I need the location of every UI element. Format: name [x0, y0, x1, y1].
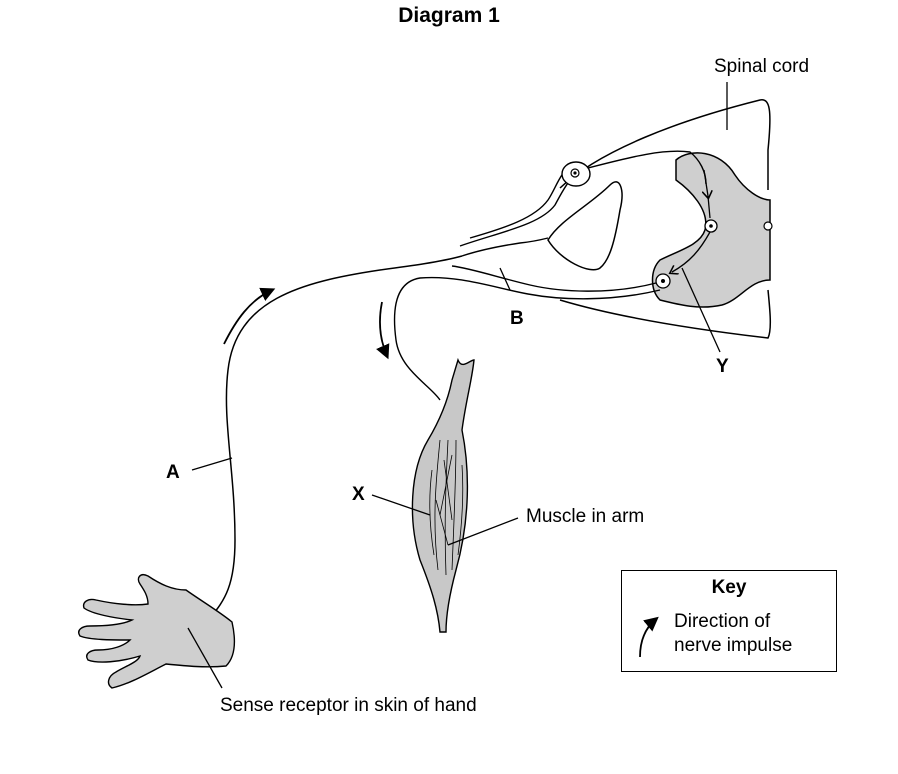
muscle-label: Muscle in arm	[526, 506, 645, 527]
curved-arrow-icon	[639, 616, 659, 658]
muscle	[411, 357, 475, 633]
label-B: B	[510, 308, 524, 329]
key-description: Direction of nerve impulse	[674, 610, 834, 658]
central-canal	[763, 221, 773, 231]
key-box: Key Direction of nerve impulse	[621, 570, 837, 672]
sensory-neurone-A-upper	[461, 237, 549, 257]
key-line-1: Direction of	[674, 611, 771, 632]
arrow-sensory	[223, 287, 276, 345]
receptor-label: Sense receptor in skin of hand	[220, 695, 477, 716]
key-title: Key	[711, 577, 747, 598]
arrow-motor	[376, 301, 390, 360]
label-X: X	[352, 484, 365, 505]
relay-neurone	[672, 169, 710, 272]
sensory-neurone-A	[209, 255, 463, 619]
spinal-cord-label: Spinal cord	[714, 56, 810, 77]
motor-neurone-B	[393, 265, 661, 401]
label-A: A	[166, 462, 180, 483]
label-Y: Y	[716, 356, 729, 377]
diagram-title: Diagram 1	[398, 4, 500, 27]
hand	[78, 574, 236, 689]
leader-lines	[187, 82, 728, 689]
key-line-2: nerve impulse	[674, 635, 793, 656]
spinal-cord	[547, 99, 772, 339]
